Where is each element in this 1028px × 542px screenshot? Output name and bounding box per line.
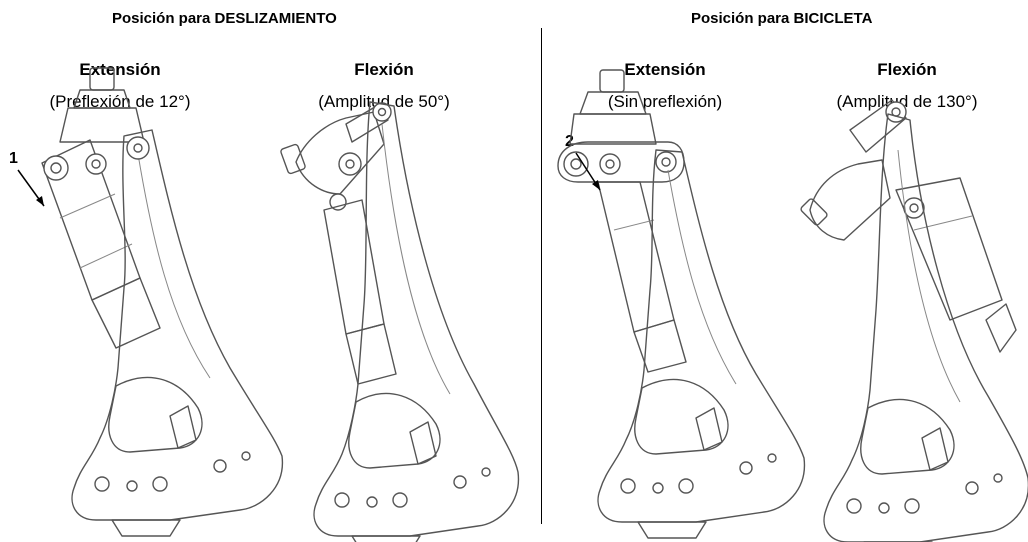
section-title-deslizamiento: Posición para DESLIZAMIENTO	[112, 10, 337, 27]
knee-deslizamiento-extension	[41, 67, 284, 537]
callout-arrowhead-2	[592, 180, 600, 190]
panel-subtitle-desl-extension: (Preflexión de 12°)	[49, 92, 191, 111]
panel-title-desl-flexion: Flexión	[354, 60, 414, 79]
callout-marker-1: 1	[9, 150, 18, 167]
panel-subtitle-bici-extension: (Sin preflexión)	[607, 92, 723, 111]
section-title-bicicleta: Posición para BICICLETA	[691, 10, 873, 27]
panel-title-desl-extension: Extensión	[79, 60, 161, 79]
panel-title-bici-flexion: Flexión	[877, 60, 937, 79]
knee-bicicleta-extension	[557, 69, 806, 539]
callout-marker-2: 2	[565, 133, 574, 150]
knee-bicicleta-flexion	[799, 99, 1028, 542]
knee-deslizamiento-flexion	[279, 101, 520, 542]
panel-title-bici-extension: Extensión	[624, 60, 706, 79]
panel-subtitle-desl-flexion: (Amplitud de 50°)	[318, 92, 450, 111]
section-divider	[541, 28, 542, 524]
callout-arrowhead-1	[36, 196, 44, 206]
panel-subtitle-bici-flexion: (Amplitud de 130°)	[836, 92, 978, 111]
